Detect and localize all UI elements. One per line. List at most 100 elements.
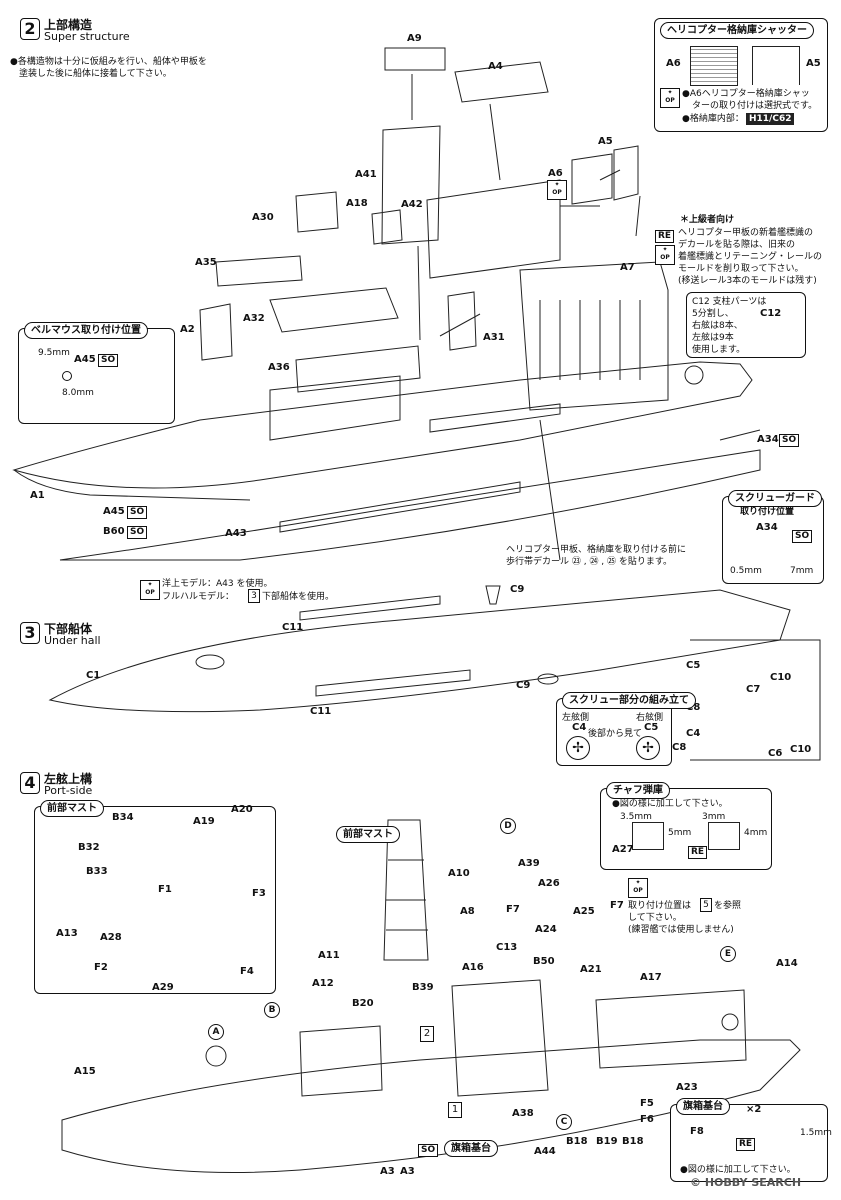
part-label: F2 [94, 962, 108, 973]
option-icon: ✦OP [547, 180, 567, 200]
option-icon: ✦OP [660, 88, 680, 108]
veteran-line5: (移送レール3本のモールドは残す) [678, 276, 817, 286]
chaff-block-before [632, 822, 664, 850]
flag-base-dim: 1.5mm [800, 1128, 832, 1138]
chaff-dim3: 5mm [668, 828, 692, 838]
part-label: C4 [686, 728, 701, 739]
part-label: C4 [572, 722, 587, 733]
part-label: C9 [516, 680, 531, 691]
heli-note-line1: ヘリコプター甲板、格納庫を取り付ける前に [506, 545, 687, 555]
f7-note-line2: して下さい。 [628, 913, 682, 923]
part-label: A9 [407, 33, 422, 44]
part-label: A36 [268, 362, 290, 373]
bellmouth-hole-icon [62, 371, 72, 381]
part-label: F7 [610, 900, 624, 911]
step3-number: 3 [20, 622, 40, 644]
part-label: B50 [533, 956, 555, 967]
part-label: C5 [644, 722, 659, 733]
heli-note-line2: 歩行帯デカール ㉓ , ㉔ , ㉕ を貼ります。 [506, 557, 672, 567]
screw-guard-dim2: 7mm [790, 566, 814, 576]
flag-base-qty: ×2 [746, 1104, 762, 1115]
part-label: C11 [282, 622, 304, 633]
part-label: B39 [412, 982, 434, 993]
part-label: F4 [240, 966, 254, 977]
part-label: B33 [86, 866, 108, 877]
flag-base-note: ●図の様に加工して下さい。 [680, 1165, 796, 1175]
chaff-box [600, 788, 772, 870]
chaff-dim4: 4mm [744, 828, 768, 838]
c12-line5: 使用します。 [692, 345, 746, 355]
part-label: A7 [620, 262, 635, 273]
part-label: B32 [78, 842, 100, 853]
part-label: A30 [252, 212, 274, 223]
f7-note-line1: 取り付け位置は [628, 901, 692, 911]
so-tag: SO [779, 434, 800, 447]
part-label: A31 [483, 332, 505, 343]
bellmouth-title: ベルマウス取り付け位置 [24, 322, 148, 339]
model-note-line2: フルハルモデル： [162, 592, 235, 602]
c12-line4: 左舷は9本 [692, 333, 734, 343]
part-label: A14 [776, 958, 798, 969]
part-label: B18 [566, 1136, 588, 1147]
part-label: A5 [806, 58, 821, 69]
part-label: A21 [580, 964, 602, 975]
so-tag: SO [127, 506, 148, 519]
chaff-note: ●図の様に加工して下さい。 [612, 799, 728, 809]
part-label: A45 [103, 506, 125, 517]
model-note-line1: 洋上モデル：A43 を使用。 [162, 579, 273, 589]
part-label: A18 [346, 198, 368, 209]
veteran-line4: モールドを削り取って下さい。 [678, 264, 804, 274]
step-ref-box: 5 [700, 898, 712, 912]
part-label: A29 [152, 982, 174, 993]
bellmouth-dim2: 8.0mm [62, 388, 94, 398]
part-label: F8 [690, 1126, 704, 1137]
part-label: C8 [686, 702, 701, 713]
screw-assembly-title: スクリュー部分の組み立て [562, 692, 696, 709]
veteran-line3: 着艦標識とリテーニング・レールの [678, 252, 823, 262]
model-note-line2b: 下部船体を使用。 [262, 592, 335, 602]
part-label: A39 [518, 858, 540, 869]
screw-view-label: 後部から見て [588, 729, 643, 739]
so-tag: SO [127, 526, 148, 539]
so-tag: SO [792, 530, 813, 543]
bellmouth-box [18, 328, 175, 424]
part-label: A24 [535, 924, 557, 935]
ref-box-1: 1 [448, 1102, 462, 1118]
screw-guard-dim1: 0.5mm [730, 566, 762, 576]
part-label: A34 [757, 434, 779, 445]
part-label: A6 [548, 168, 563, 179]
part-label: B34 [112, 812, 134, 823]
c12-note-box [686, 292, 806, 358]
step3-title-jp: 下部船体 [44, 622, 93, 636]
flag-base-label: 旗箱基台 [444, 1140, 498, 1157]
part-label: A44 [534, 1146, 556, 1157]
step2-note-line2: 塗装した後に船体に接着して下さい。 [19, 69, 172, 79]
part-label: A38 [512, 1108, 534, 1119]
c12-line1: C12 支柱パーツは [692, 297, 767, 307]
callout-d: D [500, 818, 516, 834]
c12-line3: 右舷は8本、 [692, 321, 743, 331]
part-label: F7 [506, 904, 520, 915]
part-label: A45 [74, 354, 96, 365]
part-label: A3 [400, 1166, 415, 1177]
part-label: C10 [770, 672, 792, 683]
part-label: F5 [640, 1098, 654, 1109]
veteran-title: ＊上級者向け [680, 215, 735, 225]
part-label: A32 [243, 313, 265, 324]
part-label: C6 [768, 748, 783, 759]
part-label: A13 [56, 928, 78, 939]
step2-title-jp: 上部構造 [44, 18, 93, 32]
part-label: A15 [74, 1066, 96, 1077]
part-label: C13 [496, 942, 518, 953]
part-label: A12 [312, 978, 334, 989]
re-tag: RE [736, 1138, 756, 1151]
part-label: A16 [462, 962, 484, 973]
part-label: A35 [195, 257, 217, 268]
step4-title-jp: 左舷上構 [44, 772, 93, 786]
chaff-dim2: 3mm [702, 812, 726, 822]
part-label: A11 [318, 950, 340, 961]
part-label: A8 [460, 906, 475, 917]
part-label: A28 [100, 932, 122, 943]
fore-mast-label: 前部マスト [336, 826, 400, 843]
